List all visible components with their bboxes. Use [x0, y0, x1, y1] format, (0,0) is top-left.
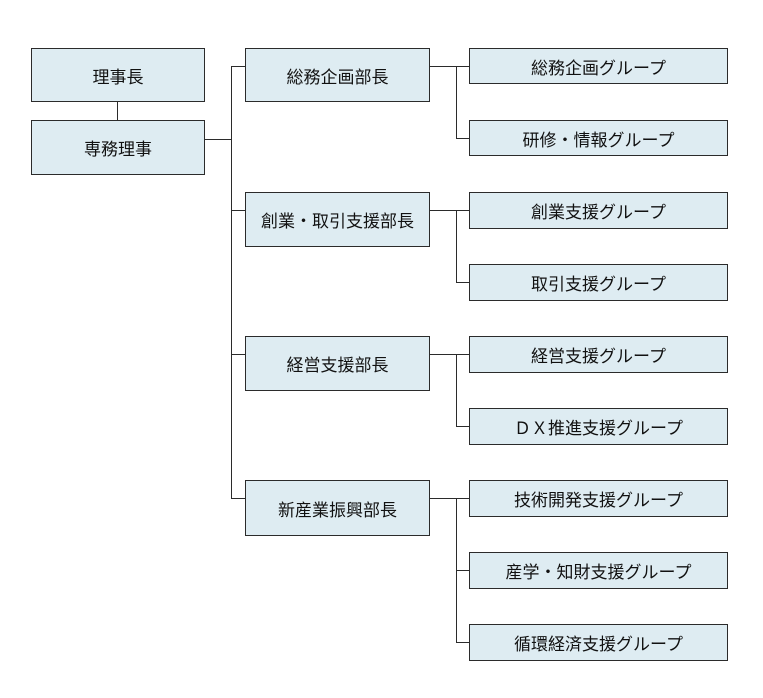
- group-box: 取引支援グループ: [469, 264, 728, 301]
- connector-managing-director-to-trunk: [204, 139, 231, 140]
- department-trunk-line: [231, 66, 232, 499]
- group-box: 総務企画グループ: [469, 48, 728, 84]
- group-box: ＤＸ推進支援グループ: [469, 408, 728, 445]
- connector-trunk-to-dept-1: [231, 66, 246, 67]
- connector-dept-1-group-2: [456, 138, 470, 139]
- group-box: 技術開発支援グループ: [469, 480, 728, 517]
- chairman-box: 理事長: [31, 48, 205, 102]
- connector-dept-4-group-3: [456, 642, 470, 643]
- group-box: 創業支援グループ: [469, 192, 728, 229]
- group-box: 産学・知財支援グループ: [469, 552, 728, 589]
- connector-dept-3-group-2: [456, 426, 470, 427]
- connector-trunk-to-dept-2: [231, 210, 246, 211]
- connector-trunk-to-dept-3: [231, 354, 246, 355]
- connector-dept-2-group-2: [456, 282, 470, 283]
- dept-management-support-box: 経営支援部長: [245, 336, 430, 391]
- connector-trunk-to-dept-4: [231, 498, 246, 499]
- connector-dept-4-to-groups: [429, 498, 470, 499]
- dept-startup-trade-support-box: 創業・取引支援部長: [245, 192, 430, 247]
- group-box: 研修・情報グループ: [469, 120, 728, 156]
- dept-2-group-trunk: [456, 210, 457, 283]
- connector-dept-1-to-groups: [429, 66, 470, 67]
- group-box: 経営支援グループ: [469, 336, 728, 373]
- connector-dept-4-group-2: [456, 570, 470, 571]
- dept-3-group-trunk: [456, 354, 457, 427]
- connector-dept-2-to-groups: [429, 210, 470, 211]
- dept-1-group-trunk: [456, 66, 457, 139]
- connector-dept-3-to-groups: [429, 354, 470, 355]
- managing-director-box: 専務理事: [31, 120, 205, 175]
- dept-new-industry-promotion-box: 新産業振興部長: [245, 480, 430, 536]
- group-box: 循環経済支援グループ: [469, 624, 728, 661]
- connector-chairman-to-managing-director: [117, 101, 118, 121]
- dept-general-affairs-planning-box: 総務企画部長: [245, 48, 430, 102]
